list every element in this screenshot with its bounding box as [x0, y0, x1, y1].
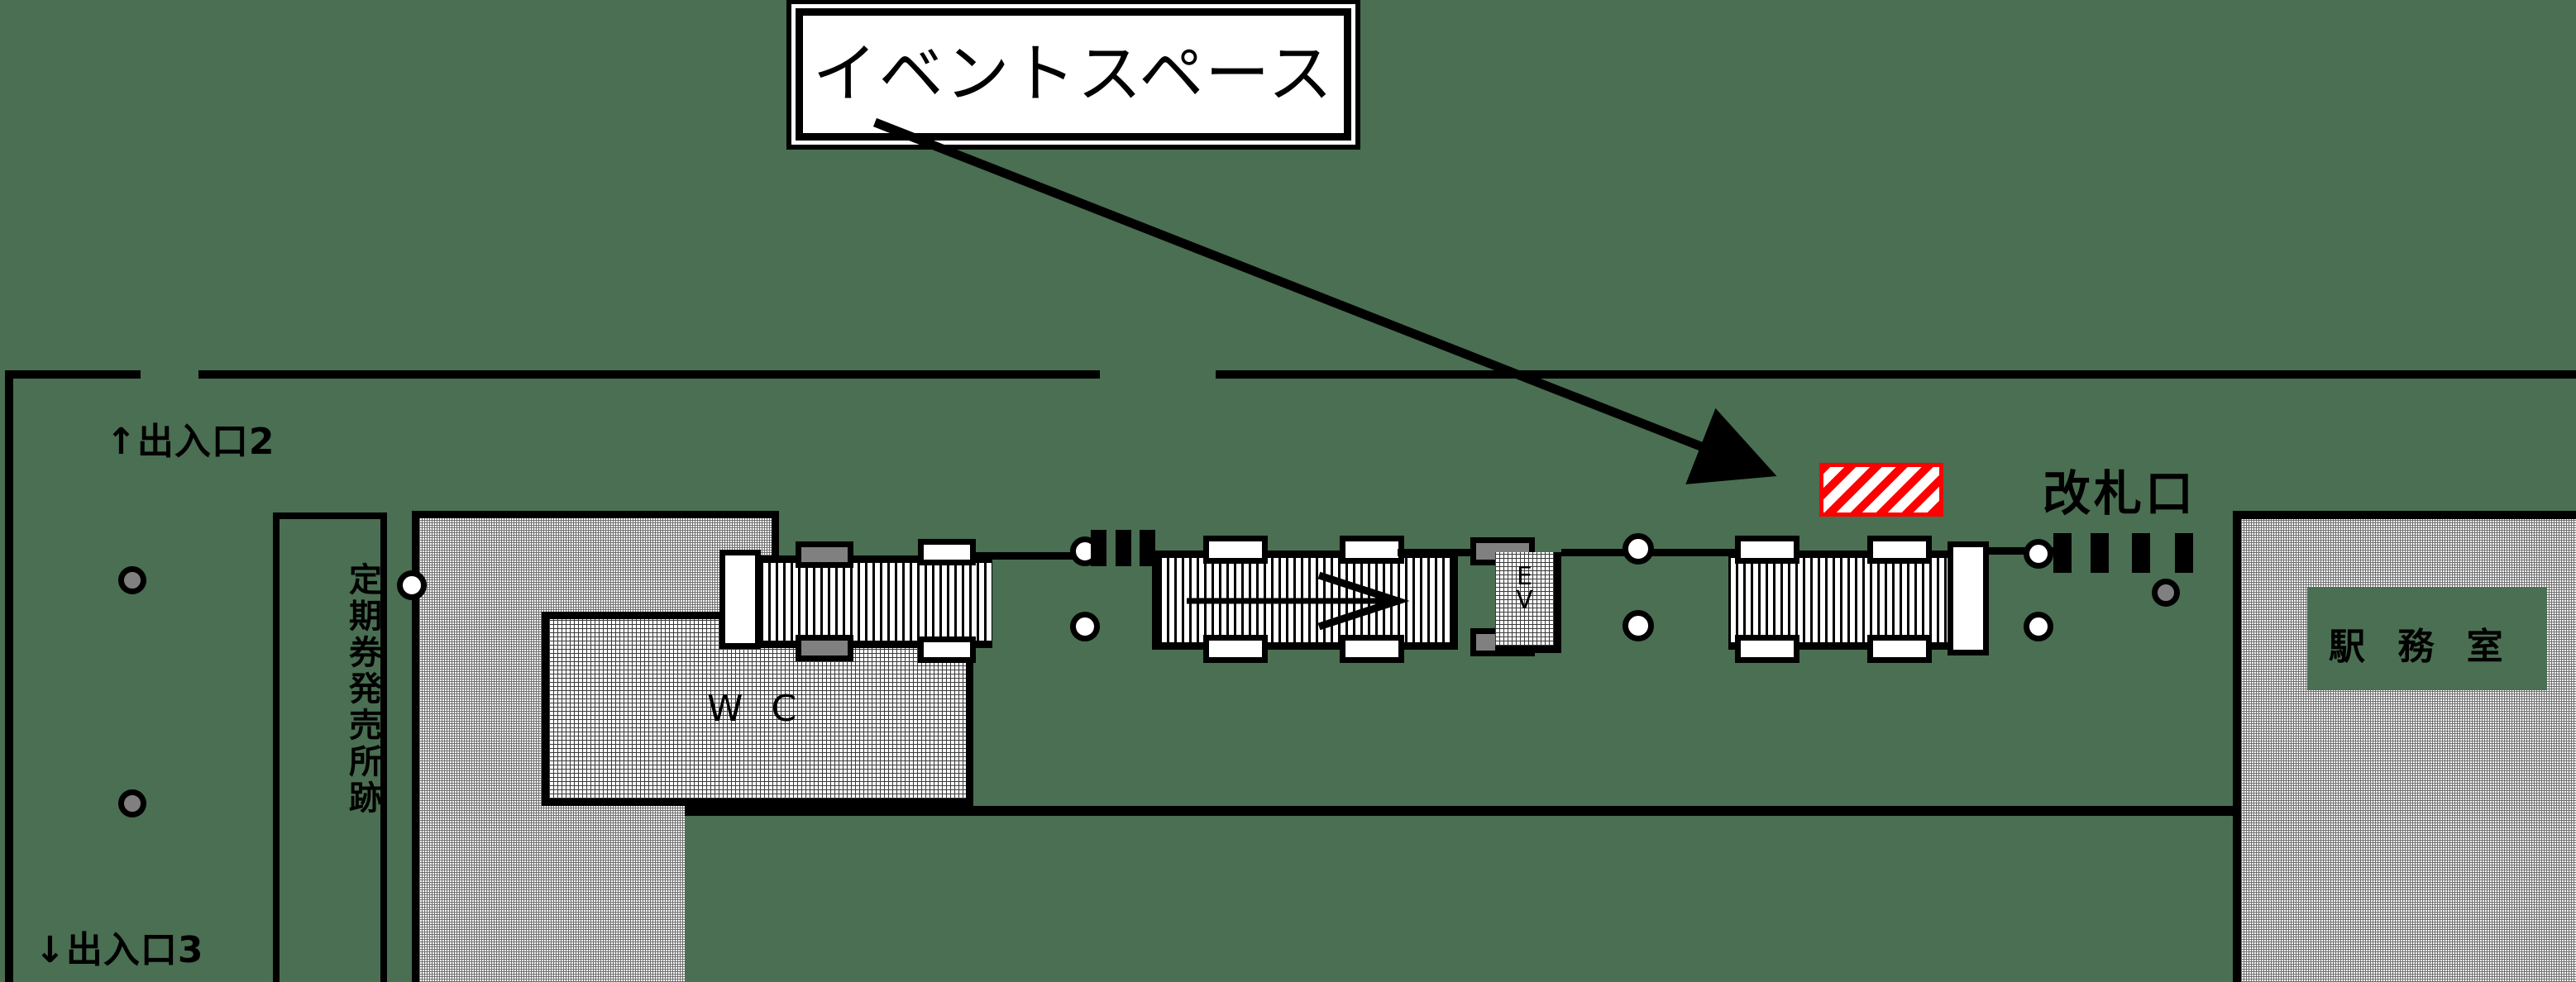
wall-slab-left-arm-top: [685, 511, 778, 518]
stairs-left-ext: [925, 555, 992, 648]
commuter-pass-office-label: 定期券発売所跡: [343, 562, 381, 817]
station-office-room: 駅 務 室: [2307, 587, 2547, 690]
handrail-mid2-top: [1340, 536, 1404, 564]
handrail-mid-top: [1203, 536, 1268, 564]
rail-line-left: [976, 552, 1092, 560]
event-space-callout-label: イベントスペース: [812, 37, 1335, 112]
wall-top-left-b: [198, 370, 1100, 379]
ticket-gate-label: 改札口: [2043, 465, 2197, 522]
wall-top-left-a: [5, 370, 141, 379]
barrier-mid-2: [1116, 530, 1131, 566]
concourse-slab-left-upper: [412, 511, 685, 620]
barrier-mid-3: [1140, 530, 1155, 566]
ticket-gate-2[interactable]: [2091, 533, 2109, 573]
handrail-right2-top: [1867, 536, 1932, 564]
handrail-right2-bottom: [1867, 635, 1932, 663]
callout-leader-arrow: [872, 117, 1777, 484]
station-office-block: [2233, 511, 2576, 982]
handrail-right-top: [1735, 536, 1799, 564]
elevator-label-line2: V: [1516, 585, 1533, 615]
elevator-label-line1: E: [1517, 562, 1532, 591]
station-office-label: 駅 務 室: [2329, 626, 2513, 668]
ticket-gate-4[interactable]: [2175, 533, 2193, 573]
handrail-left2-bottom: [918, 636, 976, 663]
pillar-gate-center: [2152, 579, 2180, 607]
stair-landing-left: [719, 550, 761, 649]
pillar-pass-office: [397, 570, 427, 600]
exit3-label: ↓出入口3: [35, 929, 204, 971]
elevator-car: E V: [1495, 552, 1561, 653]
stair-landing-right: [1948, 541, 1989, 655]
handrail-mid2-bottom: [1340, 635, 1404, 663]
handrail-left-top: [796, 541, 853, 568]
wall-top-right: [1216, 370, 2576, 379]
exit2-label: ↑出入口2: [106, 421, 275, 463]
wc-label: W C: [707, 688, 805, 730]
pillar-gate-lower: [2024, 612, 2053, 641]
rail-line-right: [1989, 547, 2055, 555]
pillar-mid-lower: [1070, 612, 1100, 641]
handrail-mid-bottom: [1203, 635, 1268, 663]
escalator-direction-arrow: [1187, 571, 1410, 630]
handrail-right-bottom: [1735, 635, 1799, 663]
wall-office-top: [2233, 511, 2576, 519]
event-space-callout-box: イベントスペース: [796, 8, 1351, 141]
rail-line-ev2: [1654, 549, 1745, 556]
pillar-left-upper: [118, 566, 146, 594]
ticket-gate-1[interactable]: [2053, 533, 2072, 573]
pillar-left-lower: [118, 789, 146, 818]
elevator-label: E V: [1495, 565, 1554, 613]
barrier-mid-1: [1091, 530, 1106, 566]
wc-room: [542, 612, 973, 806]
pillar-ev-lower: [1623, 610, 1654, 641]
handrail-left-bottom: [796, 635, 853, 661]
stairs-right: [1728, 551, 1976, 650]
wall-bottom-main: [546, 806, 2307, 816]
event-space[interactable]: [1819, 463, 1943, 517]
handrail-left2-top: [918, 539, 976, 565]
ticket-gate-3[interactable]: [2132, 533, 2150, 573]
wall-left-outer: [5, 370, 13, 982]
pillar-ev-upper: [1623, 533, 1654, 565]
rail-line-mid: [1398, 549, 1505, 556]
pillar-gate-upper: [2024, 539, 2053, 569]
commuter-pass-office-box: 定期券発売所跡: [273, 512, 387, 982]
